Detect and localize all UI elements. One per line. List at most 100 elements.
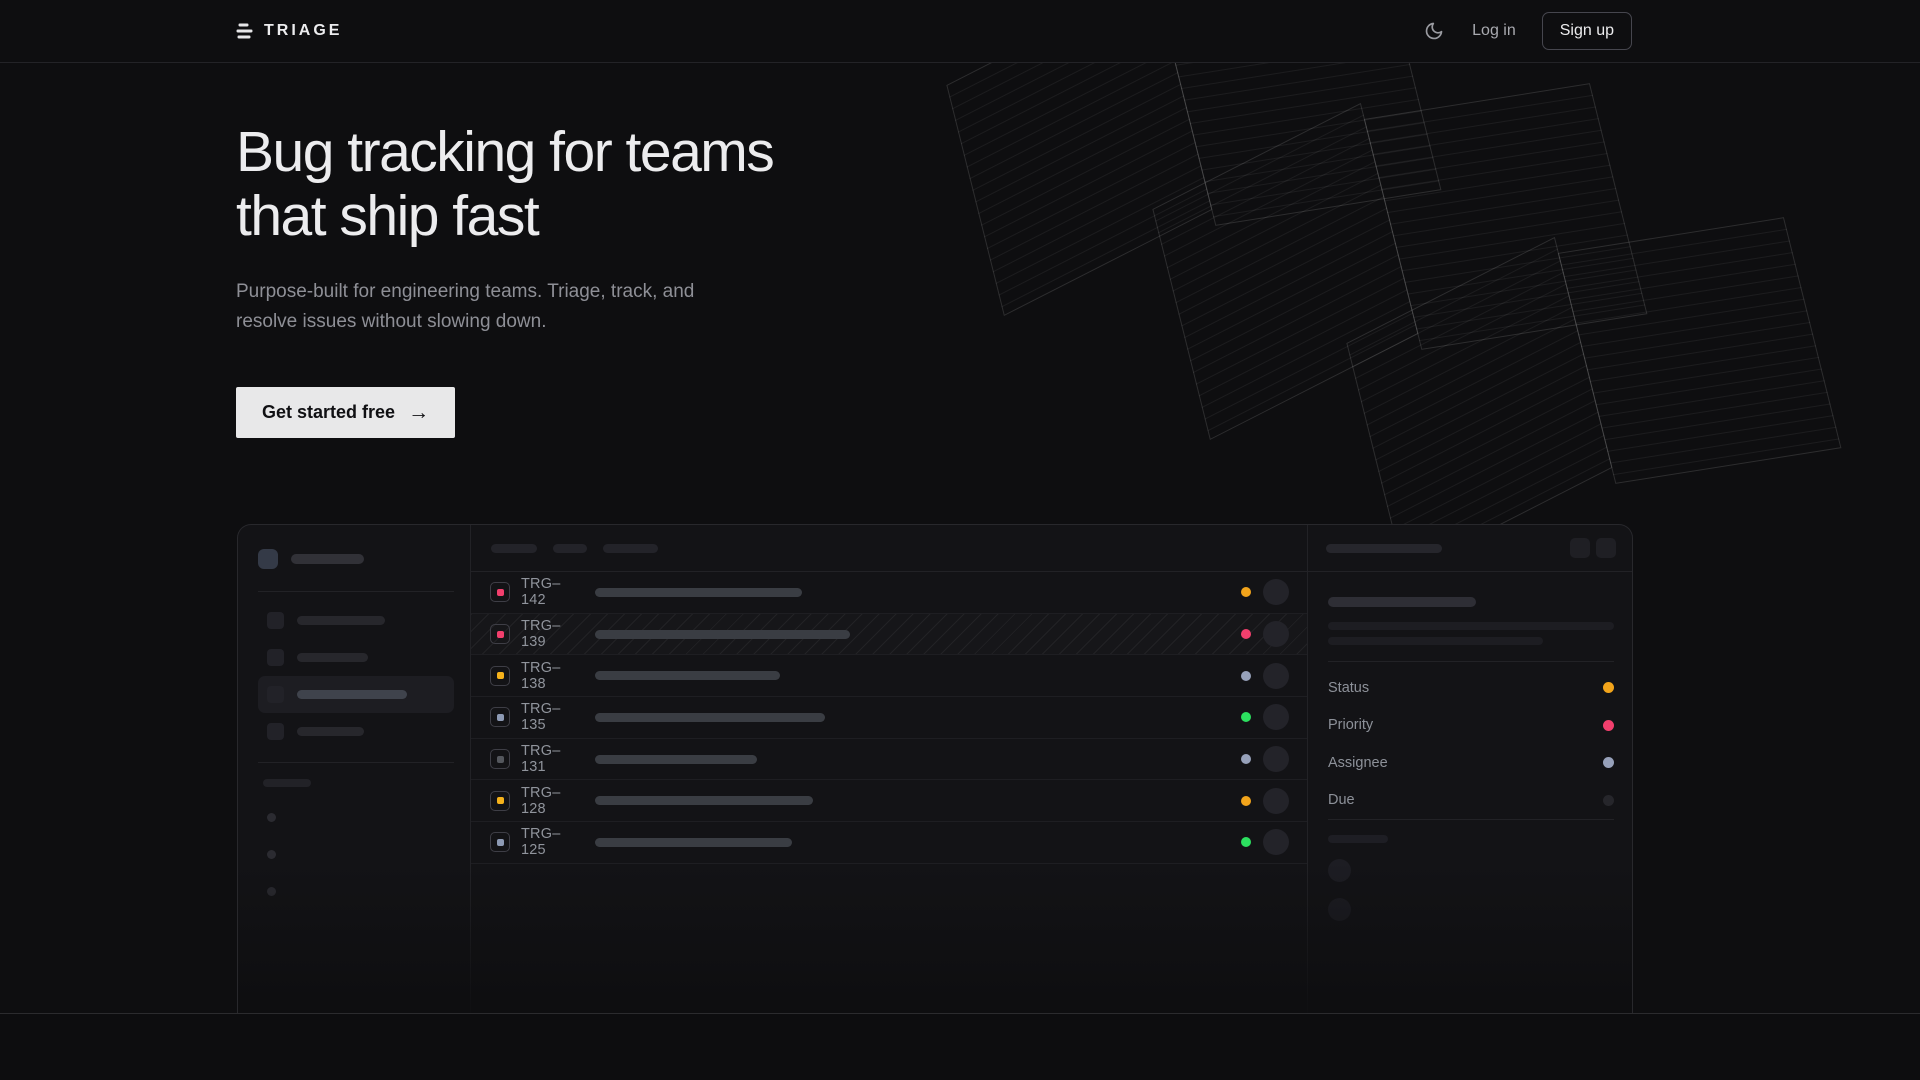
placeholder-bar [1328,622,1614,630]
status-dot [1241,837,1251,848]
triage-logo-icon [236,23,253,39]
placeholder-dot [267,850,276,859]
app-preview-mockup: TRG–142 TRG–139 TRG–138 [237,524,1633,1013]
get-started-button[interactable]: Get started free → [236,387,456,439]
issue-type-icon [490,665,510,686]
page-title: Bug tracking for teams that ship fast [236,120,1632,249]
issue-row-selected: TRG–139 [471,613,1307,656]
avatar [1263,787,1289,814]
placeholder-icon [267,723,284,740]
mockup-nav-items [258,602,454,750]
field-label: Priority [1328,717,1374,734]
issue-row: TRG–138 [471,655,1307,698]
placeholder-bar [1328,597,1476,607]
mockup-workspace-row [258,549,454,569]
status-dot [1241,754,1251,765]
arrow-right-icon: → [408,401,430,425]
placeholder-bar [1328,835,1388,843]
placeholder-bar [297,616,385,625]
signup-button[interactable]: Sign up [1541,12,1632,50]
divider [1328,661,1614,662]
status-dot [1241,629,1251,640]
placeholder-bar [595,754,757,764]
issue-type-icon [490,790,510,811]
issue-id: TRG–135 [521,701,561,734]
placeholder-bar [297,653,368,662]
mockup-list-header [471,525,1307,572]
mockup-sidebar-dots [267,813,454,896]
issue-row: TRG–125 [471,822,1307,864]
avatar [1263,704,1289,731]
issue-type-icon [490,582,510,603]
placeholder-icon [267,686,284,703]
avatar-placeholder [1328,859,1351,882]
theme-toggle-button[interactable] [1424,21,1444,41]
issue-row: TRG–128 [471,780,1307,823]
issue-id: TRG–142 [521,576,561,609]
mockup-nav-item [258,639,454,676]
issue-id: TRG–128 [521,784,561,817]
placeholder-bar [297,727,364,736]
placeholder-bar [595,629,850,639]
placeholder-bar [595,587,802,597]
placeholder-bar [595,796,813,806]
placeholder-button [1596,538,1616,558]
brand-logo[interactable]: TRIAGE [236,22,342,40]
panel-body: Status Priority Assignee Due [1308,572,1632,921]
field-label: Due [1328,792,1355,809]
issue-id: TRG–139 [521,618,561,651]
headline-line-1: Bug tracking for teams [236,120,775,184]
field-row: Status [1328,669,1614,707]
field-row: Due [1328,782,1614,820]
field-value-dot [1603,757,1614,769]
status-dot [1241,712,1251,723]
placeholder-tab [553,543,587,553]
placeholder-bar [595,712,825,722]
avatar [1263,579,1289,606]
headline-line-2: that ship fast [236,183,540,248]
issue-row: TRG–142 [471,572,1307,614]
brand-name: TRIAGE [264,22,343,39]
placeholder-bar [595,671,780,681]
placeholder-bar [595,837,792,847]
hero-subtext: Purpose-built for engineering teams. Tri… [236,280,695,333]
placeholder-icon [267,649,284,666]
navbar: TRIAGE Log in Sign up [0,0,1920,63]
field-value-dot [1603,719,1614,731]
placeholder-button [1570,538,1590,558]
avatar [1263,829,1289,856]
placeholder-bar [1328,637,1543,645]
get-started-label: Get started free [262,402,396,423]
field-label: Assignee [1328,754,1388,771]
moon-icon [1425,22,1443,40]
placeholder-icon [267,612,284,629]
mockup-nav-item [258,602,454,639]
issue-id: TRG–125 [521,826,561,859]
login-link[interactable]: Log in [1472,22,1516,39]
field-value-dot [1603,794,1614,806]
workspace-avatar-placeholder [258,549,278,569]
divider [258,762,454,763]
field-row: Priority [1328,707,1614,745]
issue-row: TRG–131 [471,739,1307,781]
issue-row: TRG–135 [471,697,1307,739]
placeholder-bar [263,779,311,787]
mockup-issue-list: TRG–142 TRG–139 TRG–138 [471,525,1307,1013]
field-label: Status [1328,679,1370,696]
issue-id: TRG–138 [521,659,561,692]
avatar [1263,746,1289,773]
issue-type-icon [490,707,510,728]
mockup-detail-panel: Status Priority Assignee Due [1307,525,1632,1013]
placeholder-tab [491,543,537,553]
placeholder-bar [297,690,407,699]
placeholder-tab [603,543,658,553]
divider [258,591,454,592]
mockup-nav-item-active [258,676,454,713]
footer [0,1013,1920,1080]
field-value-dot [1603,682,1614,694]
status-dot [1241,670,1251,681]
issue-type-icon [490,749,510,770]
status-dot [1241,587,1251,598]
status-dot [1241,795,1251,806]
avatar-placeholder [1328,898,1351,921]
